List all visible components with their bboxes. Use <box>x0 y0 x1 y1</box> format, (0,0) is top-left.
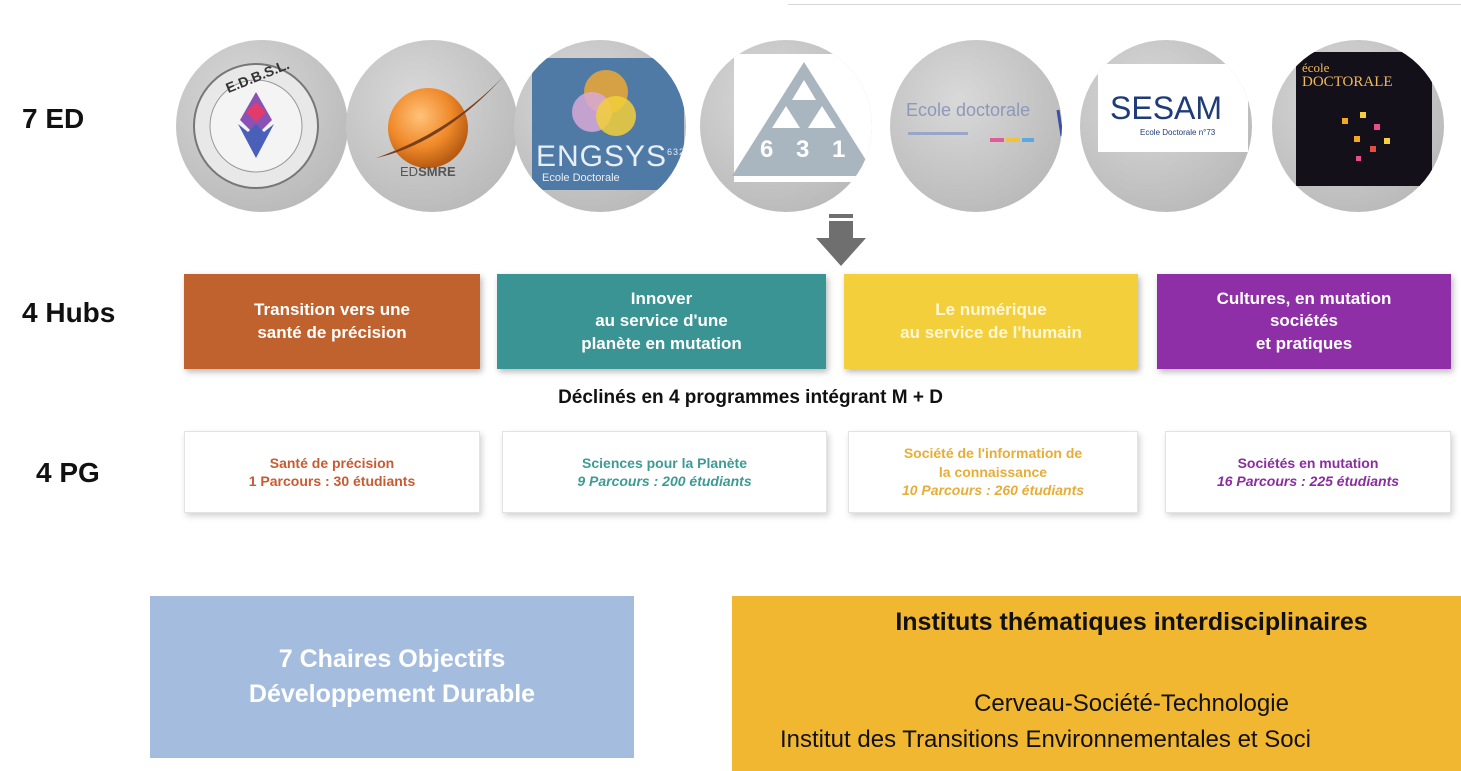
pg-detail: 1 Parcours : 30 étudiants <box>248 473 416 489</box>
instituts-line1: Cerveau-Société-Technologie <box>974 690 1289 717</box>
ed-logo-edsmre: EDSMRE <box>346 40 518 212</box>
instituts-line2: Institut des Transitions Environnemental… <box>780 726 1311 753</box>
instituts-box: Instituts thématiques interdisciplinaire… <box>732 596 1461 771</box>
planet-icon <box>376 76 504 168</box>
ed-dark-line1: école <box>1302 60 1330 75</box>
ed631-digit-3: 1 <box>832 136 846 163</box>
edsmre-text: EDSMRE <box>400 164 456 179</box>
edsmre-prefix: ED <box>400 164 419 179</box>
pg-detail: 9 Parcours : 200 étudiants <box>577 473 752 489</box>
engsys-circles-icon <box>572 70 636 136</box>
label-7-ed: 7 ED <box>22 103 85 134</box>
down-arrow-icon <box>816 214 866 266</box>
pg-detail: 16 Parcours : 225 étudiants <box>1216 473 1400 489</box>
ed-logo-631: 6 3 1 <box>700 40 872 212</box>
chaires-box: 7 Chaires Objectifs Développement Durabl… <box>150 596 634 758</box>
pg-title: Société de l'information de <box>903 445 1083 462</box>
chaires-line1: 7 Chaires Objectifs <box>278 644 506 673</box>
pg-title: Sciences pour la Planète <box>582 454 747 471</box>
hub-cultures: Cultures, en mutation sociétés et pratiq… <box>1157 274 1451 369</box>
engsys-subtitle: Ecole Doctorale <box>542 172 620 184</box>
pg-societes-mutation: Sociétés en mutation 16 Parcours : 225 é… <box>1165 431 1451 513</box>
ed-logo-ecole-doctorale: Ecole doctorale <box>890 40 1062 212</box>
pg-title-line2: la connaissance <box>938 463 1048 480</box>
color-bar-icon <box>908 109 1062 142</box>
edbsl-emblem-icon <box>193 63 319 189</box>
hub-numerique: Le numérique au service de l'humain <box>844 274 1138 369</box>
engsys-text: ENGSYS <box>536 140 668 173</box>
sesam-title: SESAM <box>1110 90 1223 126</box>
ed-logo-engsys: ENGSYS632 Ecole Doctorale <box>514 40 686 212</box>
ed-dark-panel <box>1296 52 1432 186</box>
ed631-digit-2: 3 <box>796 136 810 163</box>
chaires-line2: Développement Durable <box>248 680 536 708</box>
pg-detail: 10 Parcours : 260 étudiants <box>901 482 1085 499</box>
ed-logo-edbsl: E.D.B.S.L. <box>176 40 348 212</box>
engsys-title: ENGSYS632 <box>536 140 685 174</box>
pg-sante-precision: Santé de précision 1 Parcours : 30 étudi… <box>184 431 480 513</box>
engsys-sup: 632 <box>667 147 686 157</box>
label-4-hubs: 4 Hubs <box>22 297 116 328</box>
edsmre-bold: SMRE <box>418 164 456 179</box>
pg-title: Santé de précision <box>269 454 395 471</box>
ed-logo-sesam: SESAM Ecole Doctorale n°73 <box>1080 40 1252 212</box>
hub-planete-mutation: Innover au service d'une planète en muta… <box>497 274 826 369</box>
label-4-pg: 4 PG <box>36 457 100 488</box>
declines-text: Déclinés en 4 programmes intégrant M + D <box>558 387 943 408</box>
top-rule <box>788 4 1461 5</box>
pg-sciences-planete: Sciences pour la Planète 9 Parcours : 20… <box>502 431 827 513</box>
ed-logo-ecole-doctorale-dark: école DOCTORALE <box>1272 40 1444 212</box>
pg-societe-information: Société de l'information de la connaissa… <box>848 431 1138 513</box>
ed631-digit-1: 6 <box>760 136 774 163</box>
ecole-doctorale-text: Ecole doctorale <box>906 100 1031 120</box>
sesam-subtitle: Ecole Doctorale n°73 <box>1140 128 1216 137</box>
dot-grid-icon <box>1342 112 1390 161</box>
sesam-panel <box>1098 64 1248 152</box>
hub-sante-precision: Transition vers une santé de précision <box>184 274 480 369</box>
triforce-icon <box>732 62 872 176</box>
pg-title: Sociétés en mutation <box>1237 454 1379 471</box>
instituts-title: Instituts thématiques interdisciplinaire… <box>895 608 1368 636</box>
ed-dark-line2: DOCTORALE <box>1302 74 1393 90</box>
